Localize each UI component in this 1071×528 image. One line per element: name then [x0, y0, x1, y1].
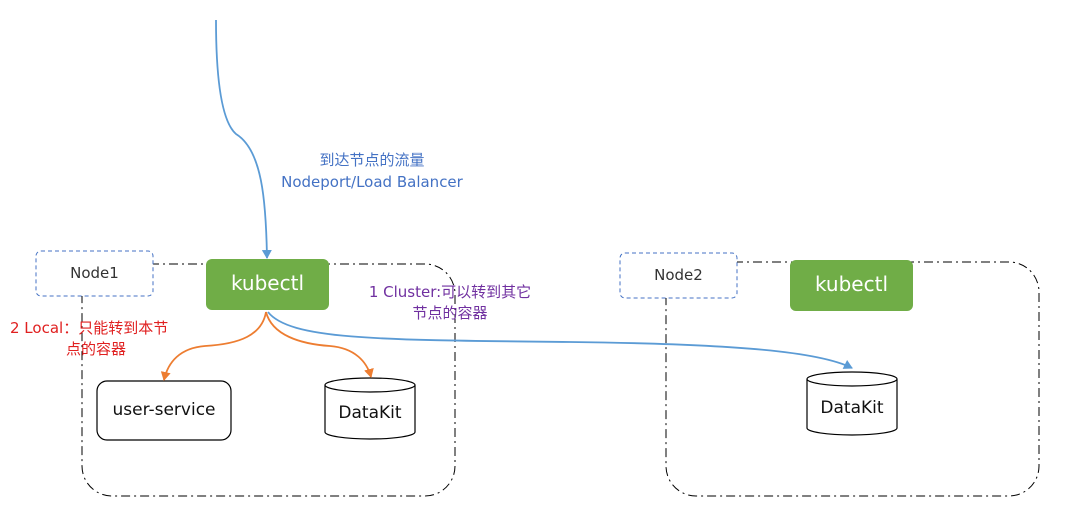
cluster-policy-line2: 节点的容器 [412, 304, 488, 322]
local-policy-caption: 2 Local：只能转到本节 点的容器 [10, 318, 168, 360]
local-arrow-to-datakit [265, 311, 374, 378]
ingress-caption-line1: 到达节点的流量 [319, 151, 425, 169]
node1-datakit-label: DataKit [338, 403, 402, 423]
node1-label: Node1 [70, 264, 119, 282]
ingress-caption: 到达节点的流量 Nodeport/Load Balancer [262, 149, 482, 193]
node2-kubectl-box [790, 260, 913, 311]
node2-datakit-label: DataKit [820, 398, 884, 418]
node1-datakit-cylinder [324, 377, 416, 440]
node1-kubectl-box [206, 259, 329, 310]
user-service-label: user-service [112, 400, 216, 420]
cluster-policy-caption: 1 Cluster:可以转到其它 节点的容器 [352, 282, 548, 324]
node1-label-box [35, 250, 154, 297]
node1-kubectl-label: kubectl [230, 271, 305, 295]
local-policy-line1: 2 Local：只能转到本节 [10, 319, 169, 337]
ingress-caption-line2: Nodeport/Load Balancer [281, 173, 463, 191]
node2-datakit-cylinder [806, 371, 898, 436]
local-policy-line2: 点的容器 [66, 340, 127, 358]
user-service-box [96, 380, 232, 441]
cluster-policy-line1: 1 Cluster:可以转到其它 [368, 283, 532, 301]
node2-label: Node2 [654, 266, 703, 284]
local-arrow-to-user-service [160, 311, 267, 381]
cluster-policy-arrow [267, 311, 853, 369]
ingress-traffic-arrow [215, 19, 272, 259]
node2-label-box [619, 252, 738, 299]
node2-kubectl-label: kubectl [814, 272, 889, 296]
